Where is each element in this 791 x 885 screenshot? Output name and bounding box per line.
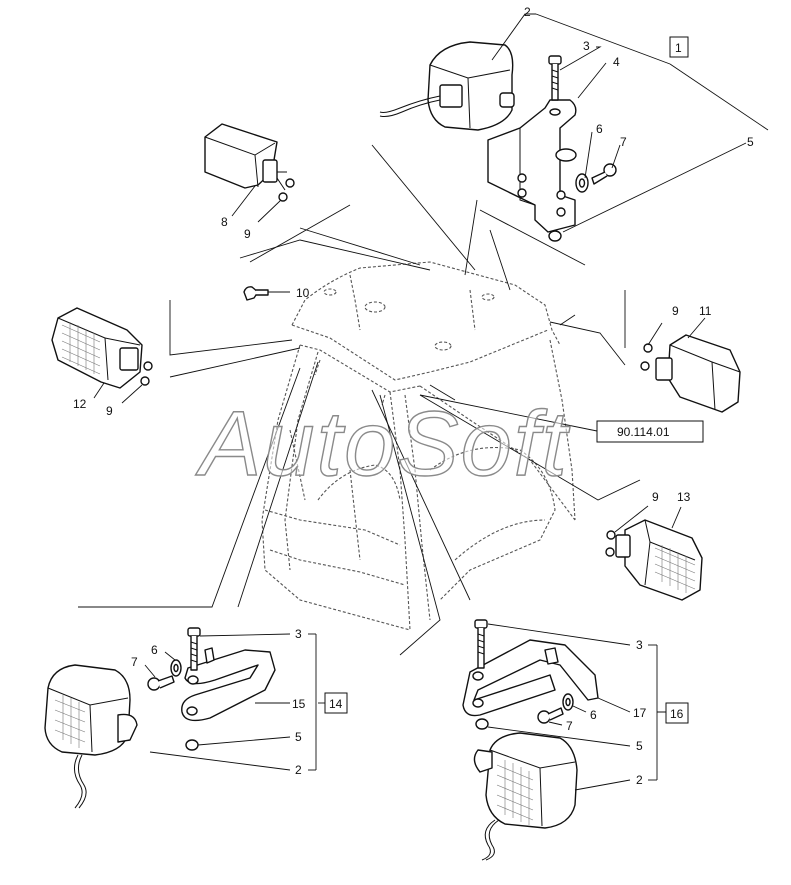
svg-text:14: 14: [329, 697, 343, 711]
work-lamp-11: [640, 334, 741, 413]
svg-text:1: 1: [675, 41, 682, 55]
washer-6-top: [575, 173, 589, 193]
callout-9-d: 9: [652, 490, 659, 504]
callout-3-right: 3: [636, 638, 643, 652]
screw-7-left: [147, 675, 175, 691]
callout-2-top: 2: [524, 5, 531, 19]
callout-13: 13: [677, 490, 691, 504]
work-lamp-2-left: [44, 664, 138, 809]
callout-7-left: 7: [131, 655, 138, 669]
leader-lines: [78, 144, 641, 656]
washer-6-right: [562, 693, 574, 711]
work-lamp-2-right: [473, 732, 578, 861]
cab-outline: [261, 261, 576, 631]
callout-5-left: 5: [295, 730, 302, 744]
callout-3-left: 3: [295, 627, 302, 641]
callout-9-c: 9: [106, 404, 113, 418]
callout-2-right: 2: [636, 773, 643, 787]
group-box-14: 14: [324, 692, 348, 714]
beacon-lamp-top: [379, 41, 515, 131]
callout-6-left: 6: [151, 643, 158, 657]
callout-11: 11: [699, 304, 712, 318]
svg-text:90.114.01: 90.114.01: [617, 425, 670, 439]
callout-9-b: 9: [672, 304, 679, 318]
reference-box: 90.114.01: [419, 394, 704, 443]
bracket-15: [181, 647, 276, 722]
callout-7-right: 7: [566, 719, 573, 733]
callout-numbers: 2 3 4 5 6 7 8 9 10 9 11 12 9 9 13 6 7 3 …: [73, 5, 754, 787]
callout-5-right: 5: [636, 739, 643, 753]
callout-10: 10: [296, 286, 310, 300]
callout-5-top: 5: [747, 135, 754, 149]
callout-9-a: 9: [244, 227, 251, 241]
bolt-3-right: [474, 619, 488, 669]
bolt-3-top: [548, 55, 562, 101]
washer-6-left: [170, 659, 182, 677]
nut-5-left: [185, 739, 199, 751]
callout-12: 12: [73, 397, 87, 411]
screw-7-right: [537, 707, 564, 724]
callout-4-top: 4: [613, 55, 620, 69]
callout-6-top: 6: [596, 122, 603, 136]
callout-7-top: 7: [620, 135, 627, 149]
callout-8: 8: [221, 215, 228, 229]
work-lamp-13: [605, 519, 703, 601]
beacon-lamp-8: [204, 123, 295, 202]
work-lamp-12: [51, 307, 153, 389]
callout-6-right: 6: [590, 708, 597, 722]
callout-17: 17: [633, 706, 647, 720]
group-box-1: 1: [669, 36, 689, 58]
group-box-16: 16: [665, 702, 689, 724]
screw-10: [243, 286, 269, 301]
bolt-3-left: [187, 627, 201, 671]
watermark: AutoSoft: [195, 393, 570, 495]
callout-leaders: [93, 13, 769, 791]
nut-5-right: [475, 718, 489, 730]
svg-text:16: 16: [670, 707, 684, 721]
screw-7-top: [591, 163, 617, 185]
mounting-bracket-top: [487, 99, 577, 233]
callout-3-top: 3: [583, 39, 590, 53]
callout-15: 15: [292, 697, 306, 711]
callout-2-left: 2: [295, 763, 302, 777]
nut-5-top: [548, 230, 562, 242]
